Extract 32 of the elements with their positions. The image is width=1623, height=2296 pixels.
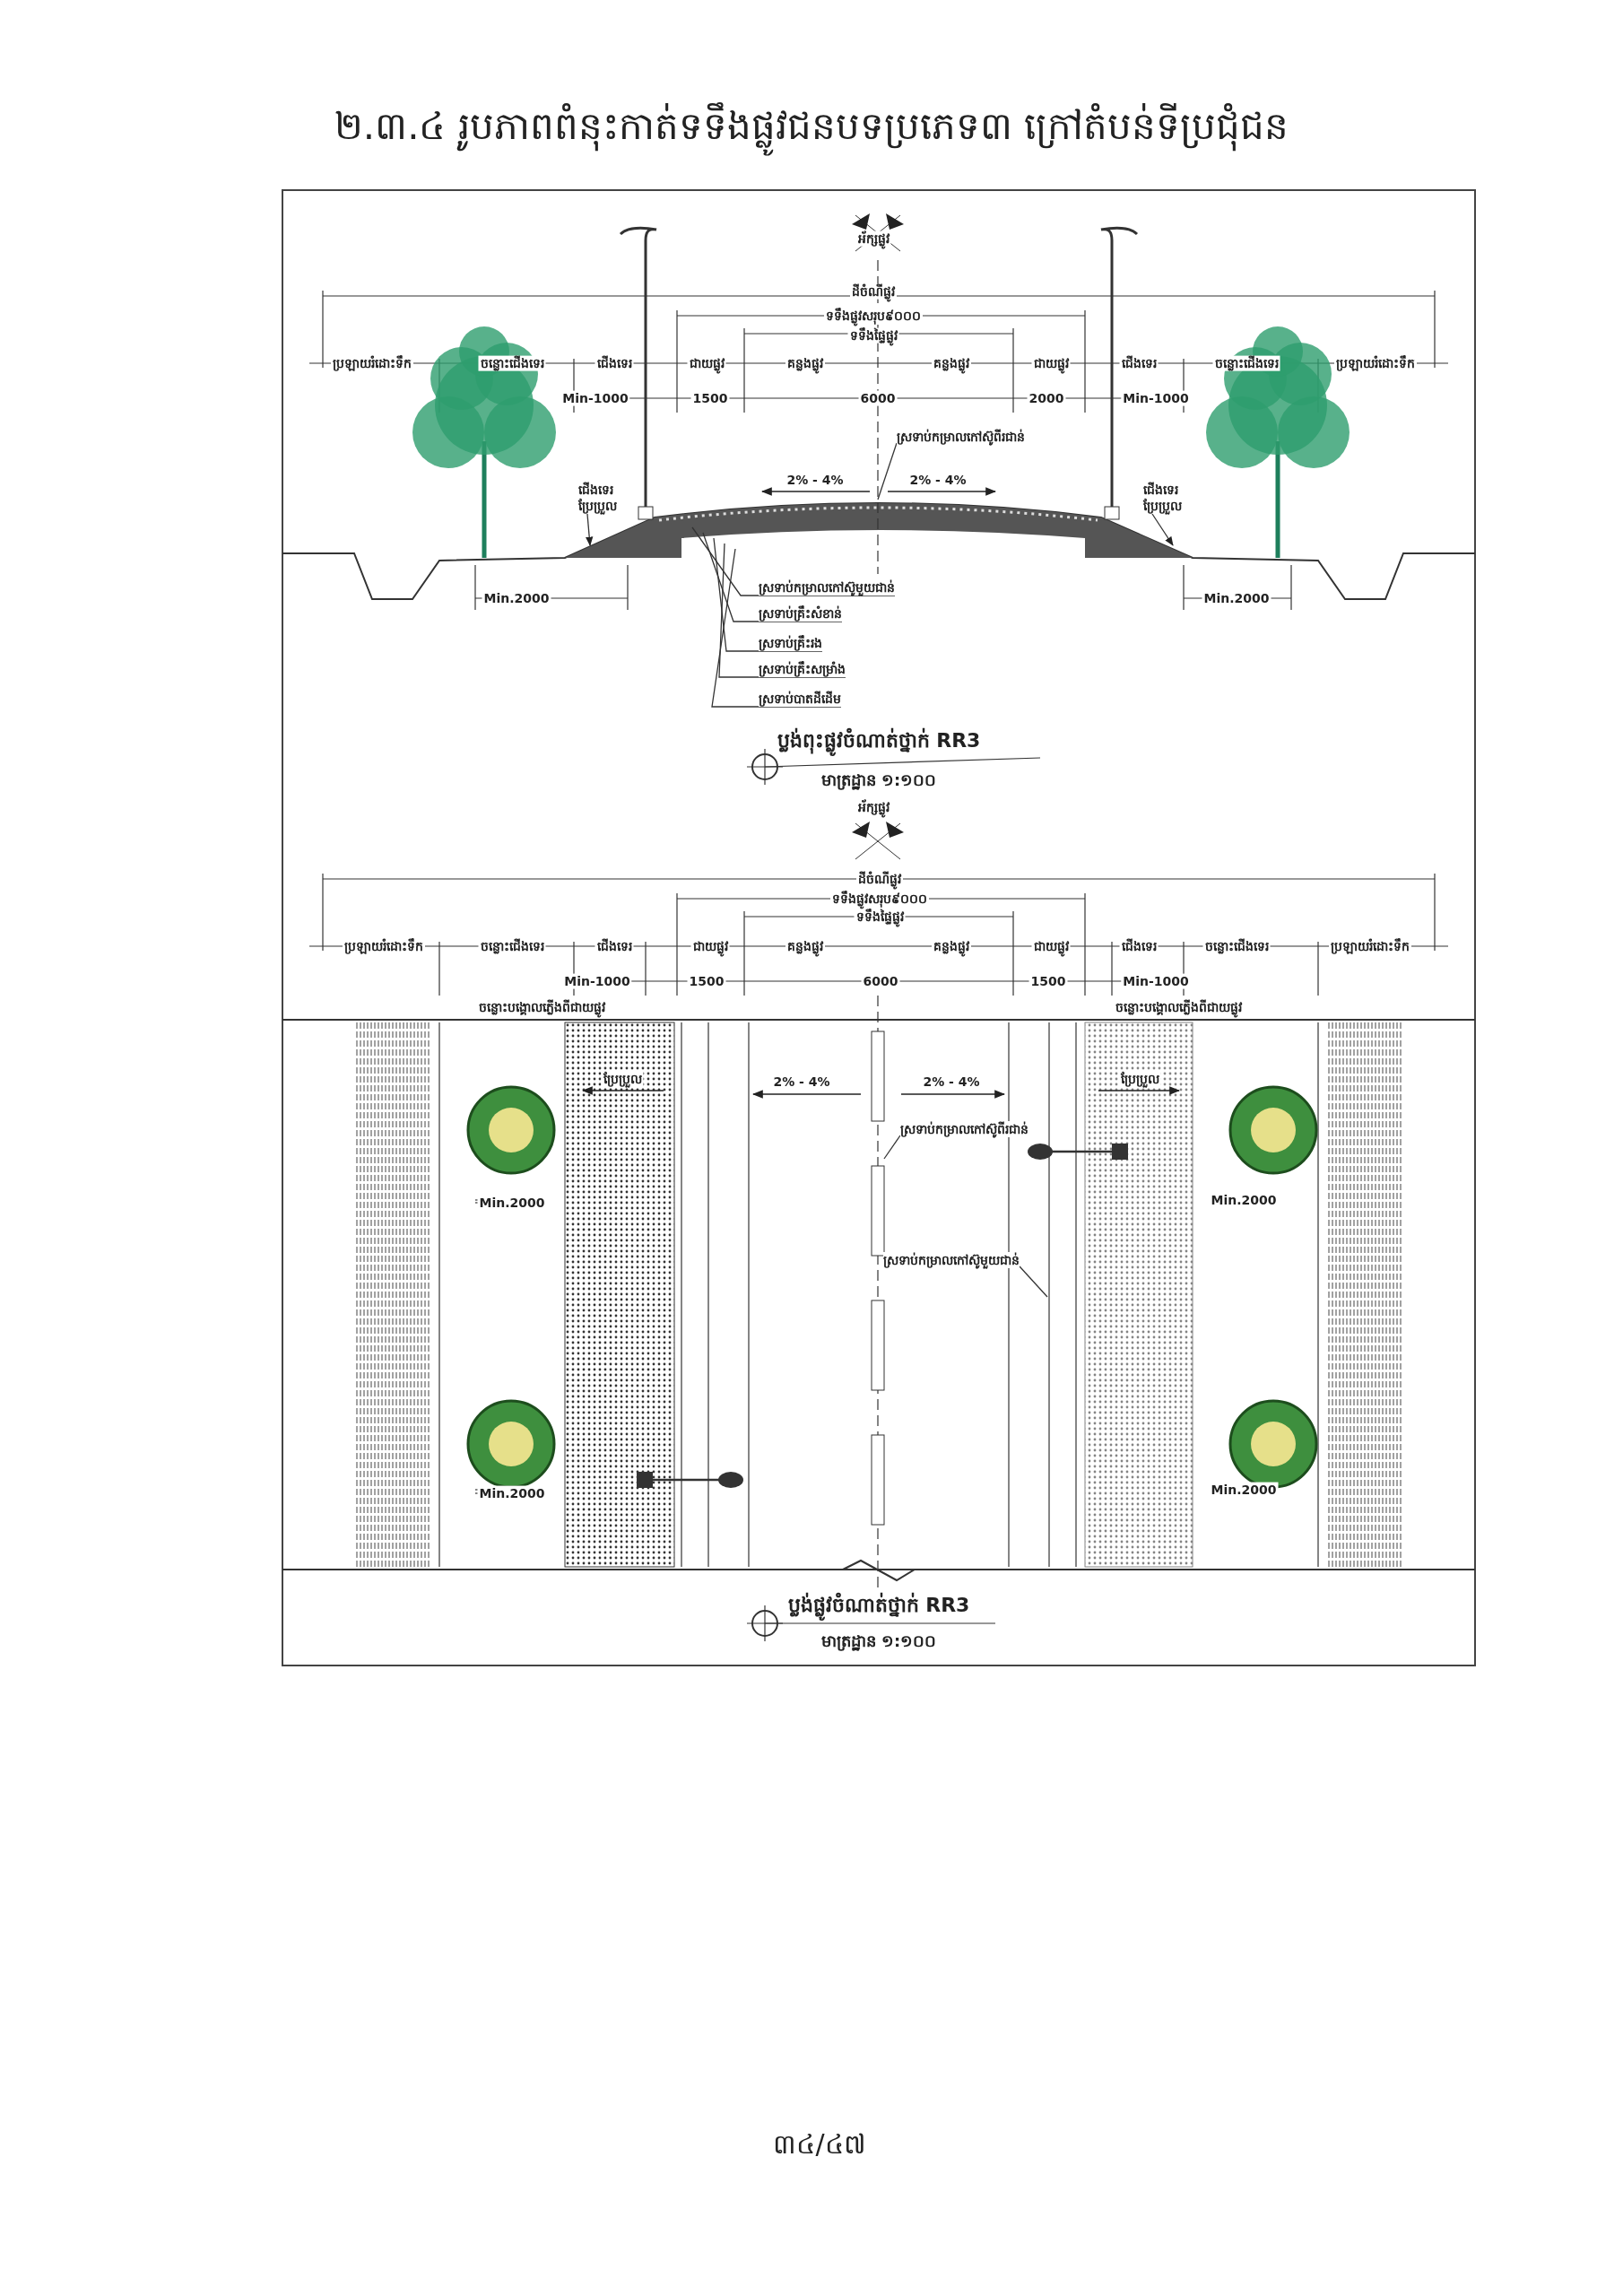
callout-label: ស្រទាប់កម្រាលកៅស៊ូមួយជាន់ [759,579,895,596]
dimension-label: Min-1000 [562,973,632,989]
leader-line [1019,1265,1048,1298]
leader-line [883,1135,901,1160]
dimension-label: ចន្លោះជើងទេរ [1202,938,1271,954]
dimension-label: ជើងទេរ [595,938,634,954]
dimension-label: ចន្លោះជើងទេរ [1212,355,1280,371]
dimension-label: ប្រឡាយរំដោះទឹក [1334,355,1417,371]
dimension-label: ជើងទេរ [1119,938,1159,954]
callout-label: ស្រទាប់គ្រឹះសំខាន់ [759,605,842,622]
callout-label: ស្រទាប់គ្រឹះសម្រាំង [759,661,846,678]
page-title: ២.៣.៤ រូបភាពពំនុះកាត់ទទឹងផ្លូវជនបទប្រភេទ៣ ក្រៅតំបន់ទីប្រជុំជន [334,102,1289,158]
callout-label: ស្រទាប់កម្រាលកៅស៊ូមួយជាន់ [883,1252,1020,1269]
callout-label: ស្រទាប់កម្រាលកៅស៊ូពីរជាន់ [897,429,1025,446]
dimension-label: ប្រែប្រួល [1118,1071,1161,1087]
dimension-label: ប្រឡាយរំដោះទឹក [1329,938,1411,954]
dimension-label: Min-1000 [1121,390,1191,406]
callout-label: ស្រទាប់កម្រាលកៅស៊ូពីរជាន់ [900,1121,1028,1138]
dimension-label: Min-1000 [560,390,630,406]
leader-line [1151,513,1174,546]
dimension-label: ចន្លោះជើងទេរ [478,355,546,371]
dimension-label: ចន្លោះជើងទេរ [478,938,546,954]
dimension-label: ប្រឡាយរំដោះទឹក [343,938,425,954]
dimension-label: Min-1000 [1121,973,1191,989]
dimension-label: ប្រឡាយរំដោះទឹក [331,355,413,371]
callout-label: ស្រទាប់បាតដីដើម [759,691,841,708]
leader-line [586,513,594,547]
dimension-label: ជើងទេរ [1119,355,1159,371]
dimension-label: ជើងទេរ [595,355,634,371]
callout-label: ស្រទាប់គ្រឹះរង [759,635,822,652]
dimension-label: ប្រែប្រួល [601,1071,644,1087]
leader-line [877,442,898,500]
